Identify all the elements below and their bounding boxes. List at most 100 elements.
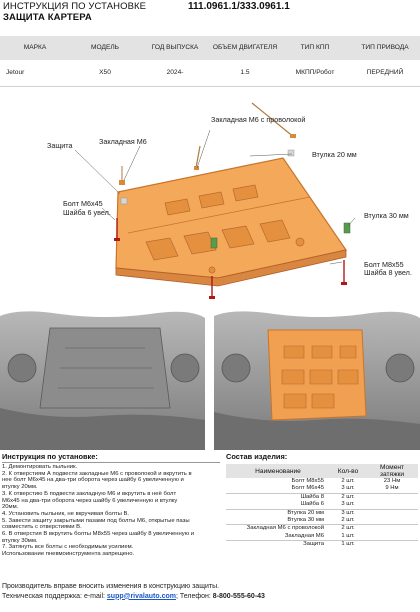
part-name: Шайба 8 — [300, 493, 324, 500]
instruction-step: втулку 20мм. — [2, 484, 38, 491]
table-row: Болт М8х55 2 шт. 23 Нм — [226, 478, 418, 485]
instruction-step: М6х45 на два-три оборота через шайбу 6 у… — [2, 497, 178, 504]
part-qty: 3 шт. — [341, 509, 355, 516]
instruction-step: 7. Затянуть все болты с необходимым усил… — [2, 544, 134, 551]
part-qty: 2 шт. — [330, 517, 366, 526]
part-torque: 9 Нм — [366, 485, 418, 494]
part-name: Закладная М6 — [226, 532, 330, 542]
cell-make: Jetour — [0, 60, 70, 87]
doc-title-product: ЗАЩИТА КАРТЕРА — [3, 12, 92, 23]
label-washer-6: Шайба 6 увел. — [63, 208, 111, 217]
table-row: Закладная М6 с проволокой 2 шт. — [226, 525, 418, 533]
spec-header-row: МАРКА МОДЕЛЬ ГОД ВЫПУСКА ОБЪЕМ ДВИГАТЕЛЯ… — [0, 36, 420, 60]
support-phone[interactable]: 8-800-555-60-43 — [212, 592, 265, 600]
instruction-step: Использование пневмоинструмента запрещен… — [2, 551, 135, 558]
table-row: Втулка 20 мм 3 шт. — [226, 509, 418, 517]
instruction-step: 20мм. — [2, 504, 19, 511]
photo-after — [214, 311, 420, 450]
spec-data-row: Jetour X50 2024- 1.5 МКПП/Робот ПЕРЕДНИЙ — [0, 60, 420, 87]
col-model: МОДЕЛЬ — [70, 36, 140, 60]
part-name: Болт М8х55 — [291, 478, 324, 484]
part-name: Втулка 30 мм — [226, 517, 330, 526]
part-name: Защита — [303, 541, 324, 548]
parts-list: Состав изделия: Наименование Кол-во Моме… — [226, 452, 418, 549]
instruction-step: нее болт М6х45 на два-три оборота через … — [2, 477, 184, 484]
footer-disclaimer: Производитель вправе вносить изменения в… — [2, 583, 220, 590]
part-qty: 2 шт. — [341, 525, 355, 532]
instruction-step: 3. К отверстию Б подвести закладную М6 и… — [2, 490, 177, 497]
parts-col-torque: Момент затяжки — [366, 464, 418, 478]
phone-prefix: ; Телефон: — [175, 592, 211, 600]
label-insert: Закладная М6 — [99, 137, 147, 146]
installation-photos — [0, 308, 420, 450]
cell-engine: 1.5 — [210, 60, 280, 87]
part-qty: 3 шт. — [330, 485, 366, 494]
instruction-step: 4. Установить пыльник, не вкручивая болт… — [2, 510, 130, 517]
instruction-step: втулку 30мм. — [2, 537, 38, 544]
label-bolt-m6x45: Болт М6х45 — [63, 199, 103, 208]
part-torque — [366, 501, 418, 510]
col-make: МАРКА — [0, 36, 70, 60]
photo-before — [0, 311, 205, 450]
part-name: Шайба 6 — [226, 501, 330, 510]
part-torque — [366, 493, 418, 501]
label-guard: Защита — [47, 141, 73, 150]
parts-col-qty: Кол-во — [330, 464, 366, 478]
table-row: Защита 1 шт. — [226, 541, 418, 549]
support-prefix: Техническая поддержка: e-mail: — [2, 592, 105, 600]
skid-plate-drawing — [115, 157, 347, 287]
part-torque — [366, 532, 418, 542]
instruction-step: совместить с отверстиями В. — [2, 524, 82, 531]
doc-title-instruction: ИНСТРУКЦИЯ ПО УСТАНОВКЕ — [3, 1, 147, 12]
table-row: Шайба 8 2 шт. — [226, 493, 418, 501]
support-email-link[interactable]: supp@rivalauto.com — [106, 592, 176, 600]
part-torque — [366, 509, 418, 517]
instruction-step: 2. К отверстиям А подвести закладные М6 … — [2, 470, 192, 477]
cell-drive: ПЕРЕДНИЙ — [350, 60, 420, 87]
cell-model: X50 — [70, 60, 140, 87]
part-qty: 3 шт. — [330, 501, 366, 510]
label-sleeve-20: Втулка 20 мм — [312, 150, 357, 159]
part-torque — [366, 517, 418, 526]
instruction-step: 5. Завести защиту закрытыми пазами под б… — [2, 517, 190, 524]
label-washer-8: Шайба 8 увел. — [364, 268, 412, 277]
part-qty: 1 шт. — [341, 541, 355, 548]
label-sleeve-30: Втулка 30 мм — [364, 211, 409, 220]
part-torque: 23 Нм — [383, 478, 401, 484]
part-torque — [366, 541, 418, 549]
leader-lines — [74, 129, 356, 265]
part-name: Болт М6х45 — [226, 485, 330, 494]
instructions-divider — [2, 462, 220, 463]
parts-title: Состав изделия: — [226, 452, 288, 461]
label-insert-with-wire: Закладная М6 с проволокой — [211, 115, 306, 124]
part-qty: 2 шт. — [341, 478, 355, 484]
parts-table: Наименование Кол-во Момент затяжки Болт … — [226, 464, 418, 549]
col-gearbox: ТИП КПП — [280, 36, 350, 60]
part-name: Втулка 20 мм — [287, 509, 324, 516]
installation-photos-svg — [0, 311, 420, 450]
footer-support: Техническая поддержка: e-mail: supp@riva… — [2, 592, 418, 602]
part-qty: 1 шт. — [330, 532, 366, 542]
insert-wire-drawings — [119, 102, 296, 185]
document-header: ИНСТРУКЦИЯ ПО УСТАНОВКЕ ЗАЩИТА КАРТЕРА 1… — [0, 0, 420, 28]
part-code: 111.0961.1/333.0961.1 — [188, 1, 290, 12]
document-footer: Производитель вправе вносить изменения в… — [2, 582, 418, 601]
col-drive: ТИП ПРИВОДА — [350, 36, 420, 60]
col-engine: ОБЪЕМ ДВИГАТЕЛЯ — [210, 36, 280, 60]
col-year: ГОД ВЫПУСКА — [140, 36, 210, 60]
fastener-drawings — [114, 149, 351, 299]
assembly-diagram-svg — [74, 102, 356, 299]
part-name: Закладная М6 с проволокой — [246, 525, 324, 532]
part-qty: 2 шт. — [341, 493, 355, 500]
cell-year: 2024- — [140, 60, 210, 87]
part-torque — [366, 525, 418, 533]
installation-instructions: Инструкция по установке: 1. Демонтироват… — [2, 452, 220, 558]
cell-gearbox: МКПП/Робот — [280, 60, 350, 87]
instruction-step: 6. В отверстия В вкрутить болты М8х55 че… — [2, 531, 195, 538]
assembly-diagram: Закладная М6 с проволокой Закладная М6 З… — [0, 100, 420, 300]
instruction-step: 1. Демонтировать пыльник. — [2, 464, 78, 470]
